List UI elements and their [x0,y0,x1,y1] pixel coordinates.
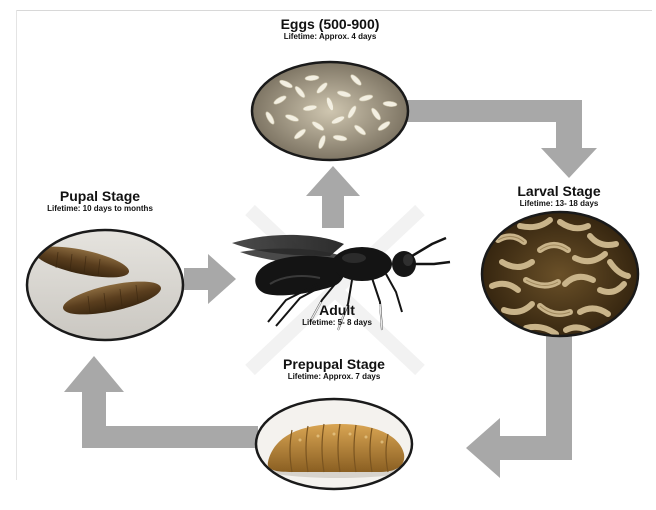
adult-title: Adult [282,302,392,318]
pupal-lifetime: Lifetime: 10 days to months [20,204,180,214]
arrow-pupal-to-adult [184,254,236,304]
eggs-label: Eggs (500-900) Lifetime: Approx. 4 days [250,16,410,42]
arrow-eggs-to-larval [404,100,597,178]
pupal-label: Pupal Stage Lifetime: 10 days to months [20,188,180,214]
prepupal-lifetime: Lifetime: Approx. 7 days [256,372,412,382]
arrow-adult-to-eggs [306,166,360,228]
eggs-title: Eggs (500-900) [250,16,410,32]
adult-fly-image [232,210,450,370]
prepupal-label: Prepupal Stage Lifetime: Approx. 7 days [256,356,412,382]
larval-title: Larval Stage [484,183,634,199]
eggs-image [250,60,410,162]
adult-lifetime: Lifetime: 5- 8 days [282,318,392,328]
prepupal-title: Prepupal Stage [256,356,412,372]
pupal-title: Pupal Stage [20,188,180,204]
arrow-larval-to-prepupal [466,333,572,478]
eggs-lifetime: Lifetime: Approx. 4 days [250,32,410,42]
larval-lifetime: Lifetime: 13- 18 days [484,199,634,209]
arrow-prepupal-to-pupal [64,356,258,448]
pupae-image [26,228,186,344]
larvae-image [480,210,640,340]
prepupa-image [254,398,414,492]
larval-label: Larval Stage Lifetime: 13- 18 days [484,183,634,209]
adult-label: Adult Lifetime: 5- 8 days [282,302,392,328]
